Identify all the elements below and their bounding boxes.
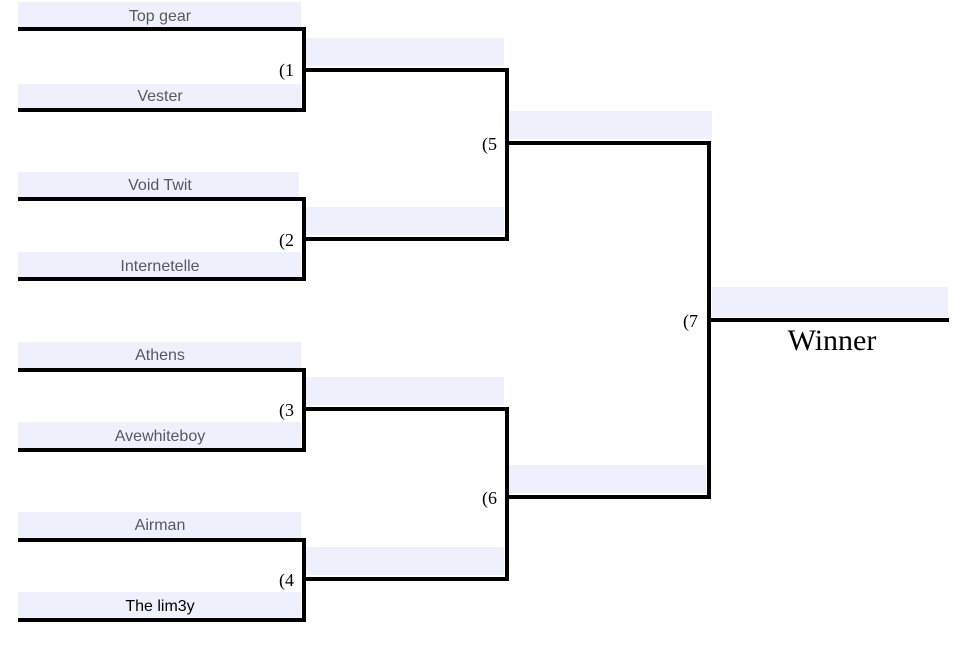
slot-fill-r2-4 <box>306 547 504 575</box>
match-numbers: (1 (2 (3 (4 (5 (6 (7 <box>279 60 698 591</box>
match-number: (6 <box>482 488 497 509</box>
player-name: Top gear <box>129 8 192 25</box>
player-names: Top gear Vester Void Twit Internetelle A… <box>115 8 205 615</box>
slot-fill-r3-1 <box>508 111 712 139</box>
slot-fill-r1-2b <box>18 252 301 278</box>
bracket-lines <box>18 27 949 622</box>
slot-fill-r2-2 <box>306 207 504 235</box>
slot-fill-r1-3a <box>18 342 301 368</box>
slot-fill-r3-2 <box>508 465 706 493</box>
match-number: (1 <box>279 60 294 81</box>
slot-fill-r2-1 <box>306 38 504 66</box>
player-name: Internetelle <box>120 258 199 275</box>
player-name: Airman <box>135 517 186 534</box>
match-number: (3 <box>279 400 294 421</box>
player-name: The lim3y <box>125 598 194 615</box>
match-number: (5 <box>482 134 497 155</box>
match-number: (2 <box>279 230 294 251</box>
slot-fill-r2-3 <box>306 377 504 405</box>
slot-fill-r1-4b <box>18 592 301 618</box>
player-name: Avewhiteboy <box>115 428 205 445</box>
winner-label: Winner <box>788 324 877 357</box>
match-number: (4 <box>279 570 294 591</box>
slot-fill-r1-4a <box>18 512 301 538</box>
slot-fill-r1-1a <box>18 2 301 28</box>
slot-fill-winner <box>712 287 948 317</box>
match-number: (7 <box>683 311 698 332</box>
slot-fill-r1-2a <box>18 172 299 198</box>
player-name: Void Twit <box>128 177 192 194</box>
player-name: Athens <box>135 347 185 364</box>
slot-fill-r1-1b <box>18 84 301 110</box>
player-name: Vester <box>137 88 183 105</box>
slot-fills <box>18 2 948 618</box>
slot-fill-r1-3b <box>18 422 301 448</box>
